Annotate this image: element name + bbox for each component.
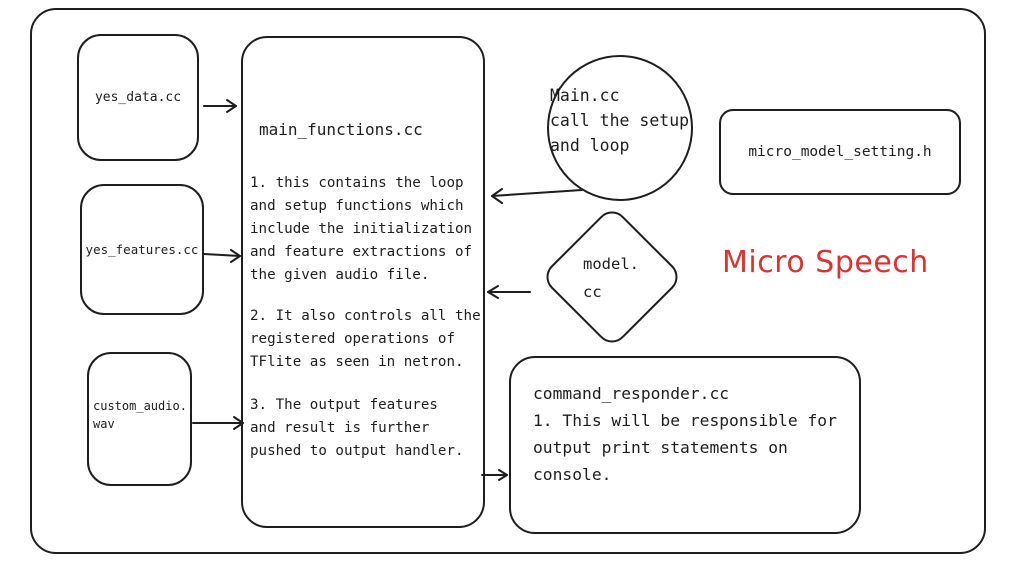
yes-features-box: yes_features.cc [80, 184, 204, 315]
command-responder-text: command_responder.cc 1. This will be res… [533, 384, 837, 484]
custom-audio-box: custom_audio. wav [87, 352, 192, 486]
yes-features-label: yes_features.cc [85, 242, 199, 257]
main-functions-point-2: 2. It also controls all the registered o… [250, 308, 481, 370]
micro-model-setting-label: micro_model_setting.h [748, 144, 932, 160]
arrowhead-yes-features [230, 249, 241, 263]
arrow-main-cc-to-main [491, 189, 583, 197]
main-functions-box: main_functions.cc 1. this contains the l… [241, 36, 485, 528]
arrow-yes-features-to-main [203, 253, 241, 257]
arrowhead-custom-audio [233, 416, 244, 430]
model-cc-label: model. cc [583, 255, 639, 301]
arrowhead-yes-data [226, 99, 237, 113]
micro-model-setting-box: micro_model_setting.h [719, 109, 961, 195]
main-functions-point-3: 3. The output features and result is fur… [250, 397, 464, 459]
yes-data-box: yes_data.cc [77, 34, 199, 161]
arrowhead-responder [498, 469, 508, 481]
yes-data-label: yes_data.cc [94, 90, 182, 105]
arrowhead-model [487, 285, 499, 299]
diagram-title: Micro Speech [722, 245, 929, 280]
outer-frame [30, 8, 986, 554]
custom-audio-label: custom_audio. wav [93, 399, 187, 431]
arrowhead-main-cc [491, 188, 503, 204]
command-responder-box: command_responder.cc 1. This will be res… [509, 356, 861, 534]
main-cc-label: Main.cc call the setup and loop [550, 86, 690, 155]
main-cc-circle [547, 55, 693, 201]
main-functions-title: main_functions.cc [259, 120, 423, 139]
main-functions-point-1: 1. this contains the loop and setup func… [250, 175, 473, 283]
